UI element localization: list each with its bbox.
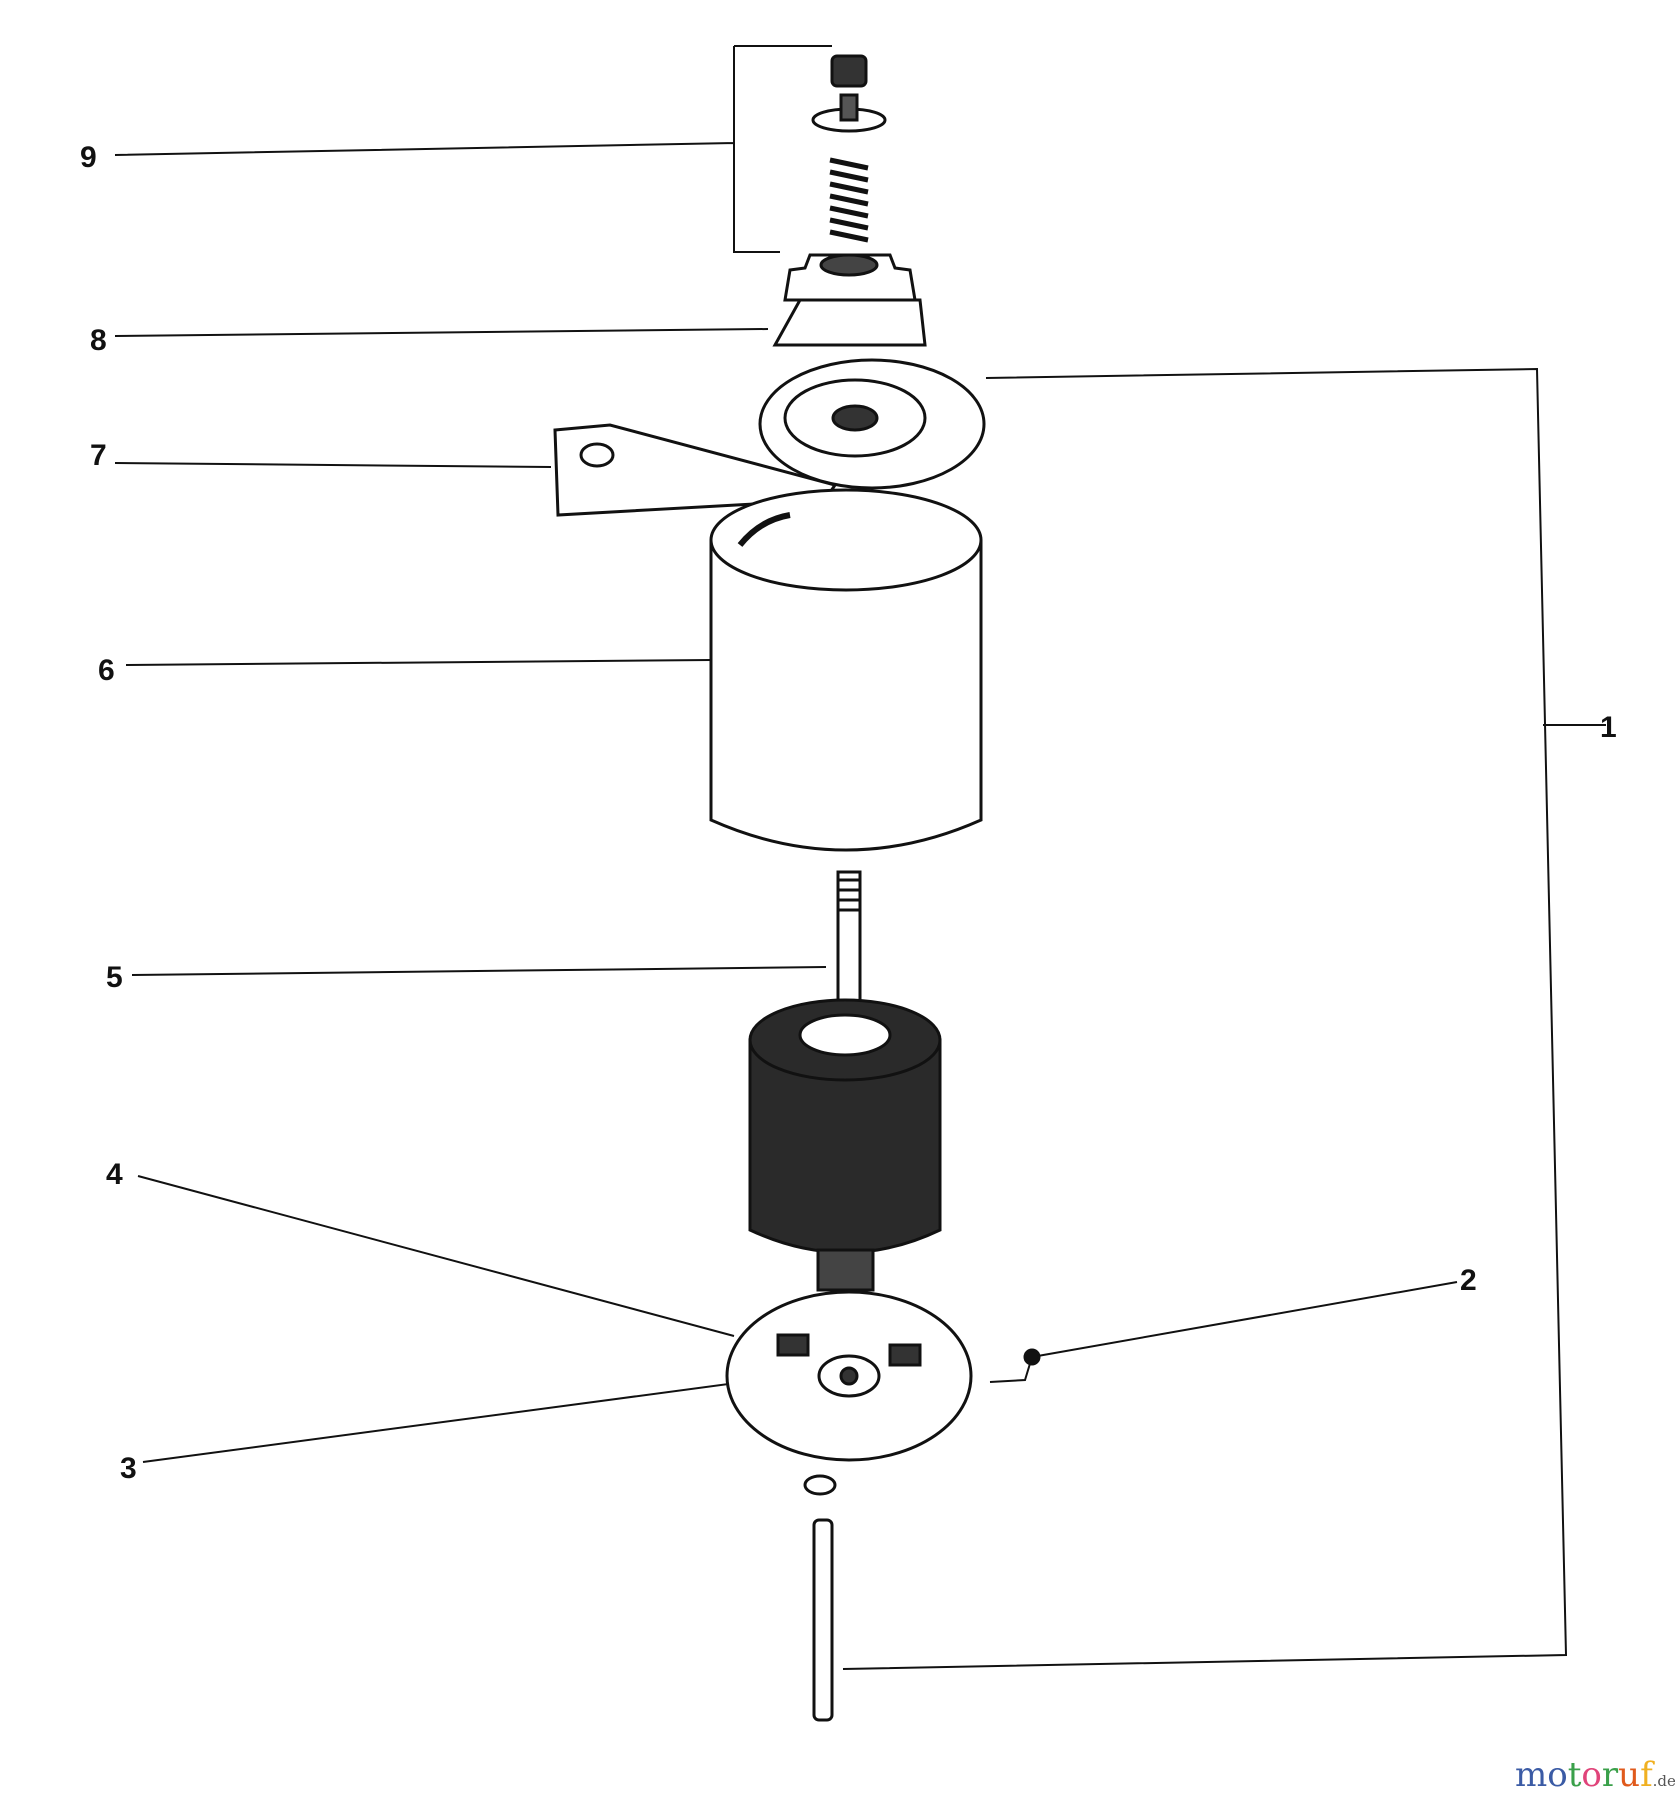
- callout-5: 5: [106, 961, 123, 994]
- leader-6: [125, 659, 712, 666]
- callout-labels: 1 2 3 4 5 6 7 8 9: [80, 141, 1617, 1485]
- callout-3: 3: [120, 1452, 137, 1485]
- leader-9: [114, 45, 832, 253]
- leader-4: [137, 1175, 735, 1337]
- housing-cylinder: [709, 540, 983, 852]
- leader-1: [842, 367, 1606, 1670]
- brush-holder: [888, 1343, 922, 1367]
- pinion-gear: [783, 253, 917, 302]
- watermark-letter: u: [1618, 1755, 1641, 1795]
- parts: [553, 54, 1041, 1722]
- leader-5: [131, 966, 827, 976]
- watermark-letter: t: [1567, 1755, 1582, 1795]
- nut: [830, 54, 868, 88]
- bolt-washer: [803, 1474, 837, 1496]
- leader-7: [114, 462, 552, 468]
- callout-2: 2: [1460, 1264, 1477, 1297]
- spring: [829, 157, 869, 243]
- watermark-letter: o: [1581, 1755, 1602, 1795]
- callout-6: 6: [98, 654, 115, 687]
- leader-2: [989, 1281, 1458, 1383]
- watermark-letter: r: [1601, 1755, 1619, 1795]
- through-bolt: [812, 1518, 834, 1722]
- callout-7: 7: [90, 439, 107, 472]
- watermark-letter: o: [1547, 1755, 1568, 1795]
- commutator: [816, 1248, 875, 1292]
- watermark-text: motoruf: [1515, 1755, 1653, 1795]
- watermark-suffix: .de: [1652, 1772, 1675, 1790]
- callout-9: 9: [80, 141, 97, 174]
- callout-1: 1: [1600, 711, 1617, 744]
- leader-8: [114, 328, 769, 337]
- watermark-letter: m: [1515, 1755, 1548, 1795]
- brush-spring: [1023, 1348, 1041, 1366]
- leader-3: [142, 1370, 827, 1463]
- callout-8: 8: [90, 324, 107, 357]
- watermark-logo: motoruf.de: [1515, 1755, 1675, 1795]
- watermark-letter: f: [1640, 1755, 1653, 1795]
- brush-holder: [776, 1333, 810, 1357]
- callout-4: 4: [106, 1158, 123, 1191]
